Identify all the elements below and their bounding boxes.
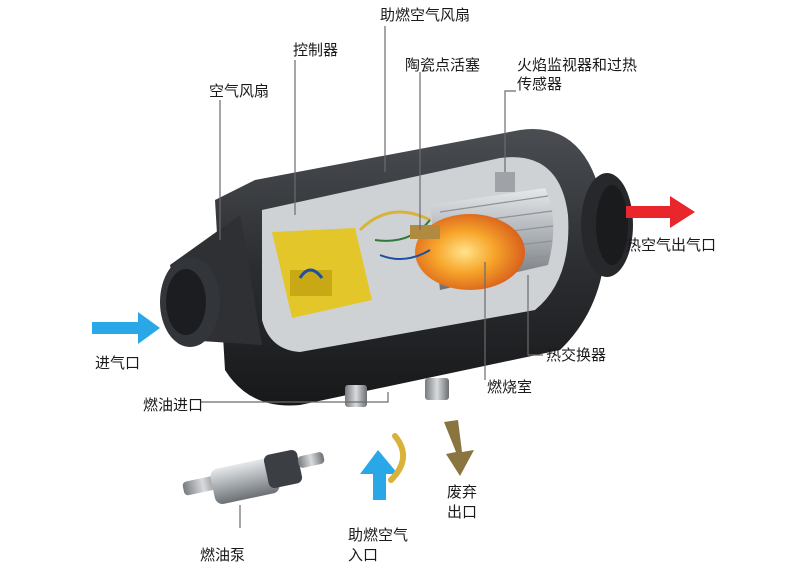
label-combustion-air-inlet-line2: 入口 <box>348 546 378 564</box>
label-flame-sensor-line2: 传感器 <box>517 75 562 93</box>
air-inlet-arrow <box>92 312 160 344</box>
label-air-fan: 空气风扇 <box>209 82 269 100</box>
heater-body-icon <box>160 129 633 407</box>
label-hot-air-outlet: 热空气出气口 <box>626 236 716 254</box>
label-exhaust-line2: 出口 <box>447 503 477 521</box>
hot-air-arrow <box>626 196 695 228</box>
combustion-air-arrow <box>360 433 406 500</box>
label-exhaust-line1: 废弃 <box>447 483 477 501</box>
label-fuel-pump: 燃油泵 <box>200 546 245 564</box>
label-fuel-inlet: 燃油进口 <box>143 396 203 414</box>
label-heat-exchanger: 热交换器 <box>546 346 606 364</box>
leader-lines <box>200 26 543 528</box>
exhaust-arrow <box>444 420 474 476</box>
label-combustion-chamber: 燃烧室 <box>487 378 532 396</box>
label-controller: 控制器 <box>293 41 338 59</box>
label-combustion-air-inlet-line1: 助燃空气 <box>348 526 408 544</box>
label-flame-sensor-line1: 火焰监视器和过热 <box>517 56 637 74</box>
label-glow-plug: 陶瓷点活塞 <box>405 56 480 74</box>
label-air-inlet: 进气口 <box>95 354 140 372</box>
label-combustion-fan: 助燃空气风扇 <box>380 6 470 24</box>
fuel-pump-icon <box>182 449 325 504</box>
